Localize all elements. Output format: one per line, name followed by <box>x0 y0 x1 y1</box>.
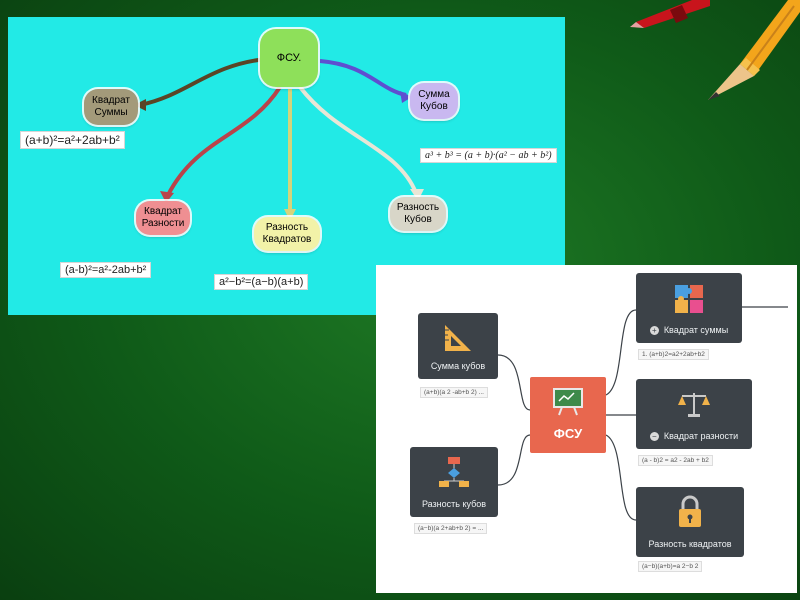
board-icon <box>553 388 583 416</box>
square-sum-label: Квадрат Суммы <box>92 95 130 118</box>
center-card-label: ФСУ <box>553 426 583 441</box>
diff-cubes-card: Разность кубов <box>410 447 498 517</box>
square-sum-note-text: 1. (a+b)2=a2+2ab+b2 <box>642 351 705 358</box>
diff-cubes-label: Разность Кубов <box>396 202 440 225</box>
diff-cubes-card-label: Разность кубов <box>421 499 487 509</box>
square-diff-formula-text: (a-b)²=a²-2ab+b² <box>65 264 147 276</box>
diff-squares-card: Разность квадратов <box>636 487 744 557</box>
diff-squares-formula: a²−b²=(a−b)(a+b) <box>214 274 309 290</box>
cube-sum-note: (a+b)(a 2 -ab+b 2) ... <box>420 387 488 398</box>
collapse-badge-icon[interactable]: − <box>649 432 659 441</box>
square-diff-formula: (a-b)²=a²-2ab+b² <box>60 262 152 278</box>
diff-squares-note-text: (a−b)(a+b)=a 2−b 2 <box>642 563 699 570</box>
square-sum-card: + Квадрат суммы <box>636 273 742 343</box>
diff-cubes-note-text: (a−b)(a 2+ab+b 2) = ... <box>418 525 484 532</box>
cube-sum-formula: a³ + b³ = (a + b)·(a² − ab + b²) <box>420 148 557 163</box>
square-sum-note: 1. (a+b)2=a2+2ab+b2 <box>638 349 709 360</box>
square-diff-label: Квадрат Разности <box>141 206 185 229</box>
square-diff-card-text: Квадрат разности <box>663 430 739 441</box>
center-node: ФСУ. <box>260 29 318 87</box>
diff-squares-note: (a−b)(a+b)=a 2−b 2 <box>638 561 703 572</box>
square-sum-formula: (a+b)²=a²+2ab+b² <box>20 131 125 149</box>
puzzle-icon <box>675 285 703 313</box>
square-diff-card-label: −Квадрат разности <box>636 431 752 441</box>
diff-squares-card-label: Разность квадратов <box>648 539 732 549</box>
cube-sum-formula-text: a³ + b³ = (a + b)·(a² − ab + b²) <box>425 150 552 161</box>
expand-badge-icon[interactable]: + <box>649 326 659 335</box>
mindmap-panel-1: ФСУ. Квадрат Суммы Сумма Кубов Квадрат Р… <box>8 17 565 315</box>
red-crayon-icon <box>630 0 710 28</box>
diff-squares-node: Разность Квадратов <box>254 217 320 251</box>
diff-squares-formula-text: a²−b²=(a−b)(a+b) <box>219 276 304 288</box>
cube-sum-label: Сумма Кубов <box>418 89 450 112</box>
diff-squares-label: Разность Квадратов <box>262 222 312 245</box>
pencil-icon <box>708 0 800 100</box>
square-sum-node: Квадрат Суммы <box>84 89 138 125</box>
ruler-triangle-icon <box>445 325 471 351</box>
square-diff-note: (a - b)2 = a2 - 2ab + b2 <box>638 455 713 466</box>
square-diff-note-text: (a - b)2 = a2 - 2ab + b2 <box>642 457 709 464</box>
cube-sum-node: Сумма Кубов <box>410 83 458 119</box>
square-sum-card-label: + Квадрат суммы <box>636 325 742 335</box>
square-diff-card: −Квадрат разности <box>636 379 752 449</box>
padlock-icon <box>679 495 701 527</box>
square-sum-card-text: Квадрат суммы <box>663 324 729 335</box>
cube-sum-card-label: Сумма кубов <box>430 361 486 371</box>
square-diff-node: Квадрат Разности <box>136 201 190 235</box>
diff-cubes-note: (a−b)(a 2+ab+b 2) = ... <box>414 523 488 534</box>
cube-sum-note-text: (a+b)(a 2 -ab+b 2) ... <box>424 389 484 396</box>
center-card: ФСУ <box>530 377 606 453</box>
mindmap-1-connectors <box>134 57 424 221</box>
diff-cubes-node: Разность Кубов <box>390 197 446 231</box>
scales-icon <box>678 393 710 417</box>
square-sum-formula-text: (a+b)²=a²+2ab+b² <box>25 133 120 147</box>
flowchart-icon <box>439 457 469 487</box>
mindmap-2-connectors <box>497 306 788 521</box>
cube-sum-card: Сумма кубов <box>418 313 498 379</box>
center-node-label: ФСУ. <box>276 52 302 64</box>
mindmap-panel-2: Сумма кубов (a+b)(a 2 -ab+b 2) ... Разно… <box>376 265 797 593</box>
